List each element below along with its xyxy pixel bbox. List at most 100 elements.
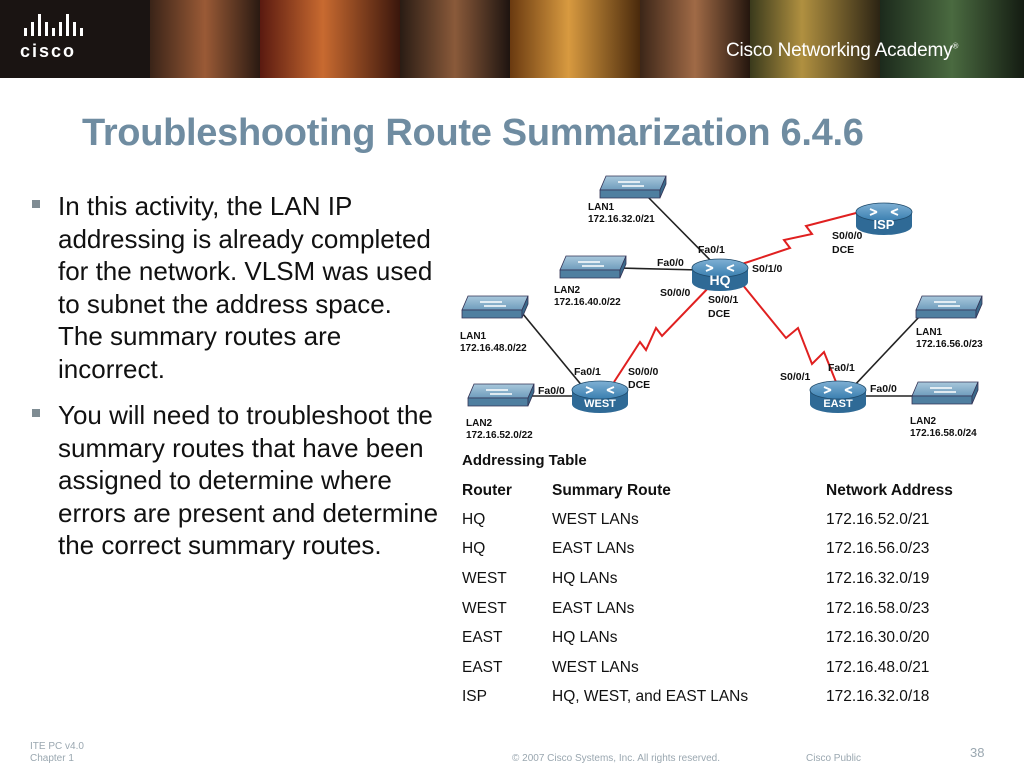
- lan-label-hq-lan1-net: 172.16.32.0/21: [588, 214, 655, 225]
- if-east-fa01: Fa0/1: [828, 362, 855, 374]
- router-isp: ISP: [855, 202, 913, 235]
- banner-photo-7: [880, 0, 1024, 78]
- slide-title: Troubleshooting Route Summarization 6.4.…: [82, 112, 864, 154]
- footer-classification: Cisco Public: [806, 753, 862, 764]
- cell-router: ISP: [462, 688, 487, 706]
- table-row: ISP HQ, WEST, and EAST LANs 172.16.32.0/…: [456, 683, 982, 713]
- cell-summary-route: EAST LANs: [552, 599, 635, 617]
- addressing-table-title: Addressing Table: [462, 452, 587, 469]
- footer-course-info: ITE PC v4.0 Chapter 1: [30, 741, 84, 765]
- router-west-label: WEST: [584, 398, 616, 410]
- bullet-text: In this activity, the LAN IP addressing …: [58, 191, 433, 384]
- link-west-lan1: [517, 307, 589, 394]
- header-banner: cisco Cisco Networking Academy®: [0, 0, 1024, 78]
- if-east-fa00: Fa0/0: [870, 383, 897, 395]
- if-hq-s001-dce: DCE: [708, 308, 730, 320]
- bullet-square-icon: [32, 409, 40, 417]
- bullet-list: In this activity, the LAN IP addressing …: [30, 190, 440, 576]
- serial-hq-east: [741, 283, 837, 383]
- lan-label-west-lan1-net: 172.16.48.0/22: [460, 343, 527, 354]
- router-west: WEST: [571, 380, 629, 413]
- serial-links: [613, 211, 861, 383]
- table-row: HQ WEST LANs 172.16.52.0/21: [456, 505, 982, 535]
- lan-label-west-lan2-name: LAN2: [466, 418, 493, 429]
- bullet-square-icon: [32, 200, 40, 208]
- table-row: WEST EAST LANs 172.16.58.0/23: [456, 594, 982, 624]
- banner-photo-3: [400, 0, 510, 78]
- cell-router: EAST: [462, 629, 503, 647]
- lan-label-hq-lan2-net: 172.16.40.0/22: [554, 297, 621, 308]
- if-isp-dce: DCE: [832, 244, 854, 256]
- cell-network-address: 172.16.56.0/23: [826, 540, 930, 558]
- cell-network-address: 172.16.52.0/21: [826, 510, 930, 528]
- if-east-s001: S0/0/1: [780, 371, 811, 383]
- lan-label-west-lan2-net: 172.16.52.0/22: [466, 430, 533, 441]
- if-hq-fa01: Fa0/1: [698, 244, 725, 256]
- addressing-table: Router Summary Route Network Address HQ …: [456, 476, 982, 712]
- if-hq-s001: S0/0/1: [708, 294, 739, 306]
- network-topology-diagram: HQ ISP WEST EAST LAN1 172.16.32.0/21 LAN…: [460, 175, 983, 441]
- switch-hq-lan2: [559, 255, 627, 279]
- table-header-row: Router Summary Route Network Address: [456, 476, 982, 505]
- if-west-fa01: Fa0/1: [574, 366, 601, 378]
- link-hq-lan2: [617, 267, 701, 271]
- table-row: EAST HQ LANs 172.16.30.0/20: [456, 623, 982, 653]
- cell-router: HQ: [462, 510, 486, 528]
- switch-west-lan2: [467, 383, 535, 407]
- banner-photo-5: [640, 0, 750, 78]
- ethernet-links: [517, 193, 921, 397]
- lan-label-east-lan2-net: 172.16.58.0/24: [910, 428, 977, 439]
- footer-course: ITE PC v4.0: [30, 741, 84, 752]
- cell-router: WEST: [462, 599, 507, 617]
- lan-label-hq-lan2-name: LAN2: [554, 285, 581, 296]
- if-hq-s010: S0/1/0: [752, 263, 783, 275]
- cell-router: HQ: [462, 540, 486, 558]
- banner-photo-2: [260, 0, 400, 78]
- router-east-label: EAST: [823, 398, 853, 410]
- table-row: EAST WEST LANs 172.16.48.0/21: [456, 653, 982, 683]
- cisco-bars-icon: [24, 14, 100, 36]
- page-number: 38: [970, 745, 985, 760]
- trademark-symbol: ®: [952, 41, 959, 51]
- if-west-dce: DCE: [628, 379, 650, 391]
- footer-copyright: © 2007 Cisco Systems, Inc. All rights re…: [512, 753, 721, 764]
- cell-summary-route: HQ LANs: [552, 629, 618, 647]
- cisco-logo: cisco: [20, 14, 100, 64]
- lan-label-east-lan1-net: 172.16.56.0/23: [916, 339, 983, 350]
- academy-name: Cisco Networking Academy: [726, 40, 953, 61]
- header-summary-route: Summary Route: [552, 481, 671, 499]
- router-hq-label: HQ: [710, 272, 731, 288]
- cell-network-address: 172.16.58.0/23: [826, 599, 930, 617]
- cell-summary-route: WEST LANs: [552, 510, 639, 528]
- banner-photo-4: [510, 0, 640, 78]
- cell-network-address: 172.16.30.0/20: [826, 629, 930, 647]
- table-row: HQ EAST LANs 172.16.56.0/23: [456, 535, 982, 565]
- cell-network-address: 172.16.48.0/21: [826, 658, 930, 676]
- router-isp-label: ISP: [874, 217, 895, 232]
- bullet-item: You will need to troubleshoot the summar…: [30, 399, 440, 562]
- bullet-text: You will need to troubleshoot the summar…: [58, 400, 439, 560]
- banner-photo-1: [150, 0, 260, 78]
- cell-summary-route: HQ, WEST, and EAST LANs: [552, 688, 749, 706]
- cell-summary-route: HQ LANs: [552, 569, 618, 587]
- if-isp-s000: S0/0/0: [832, 230, 863, 242]
- cell-summary-route: WEST LANs: [552, 658, 639, 676]
- bullet-item: In this activity, the LAN IP addressing …: [30, 190, 440, 385]
- table-row: WEST HQ LANs 172.16.32.0/19: [456, 564, 982, 594]
- switch-east-lan1: [915, 295, 983, 319]
- switch-east-lan2: [911, 381, 979, 405]
- lan-label-west-lan1-name: LAN1: [460, 331, 487, 342]
- academy-title: Cisco Networking Academy®: [726, 40, 958, 62]
- if-west-s000: S0/0/0: [628, 366, 659, 378]
- header-router: Router: [462, 481, 512, 499]
- banner-photo-6: [750, 0, 880, 78]
- lan-label-hq-lan1-name: LAN1: [588, 202, 615, 213]
- cisco-wordmark: cisco: [20, 41, 77, 61]
- footer-chapter: Chapter 1: [30, 753, 74, 764]
- switch-west-lan1: [461, 295, 529, 319]
- if-hq-fa00: Fa0/0: [657, 257, 684, 269]
- router-hq: HQ: [691, 258, 749, 291]
- cell-router: EAST: [462, 658, 503, 676]
- router-east: EAST: [809, 380, 867, 413]
- cell-router: WEST: [462, 569, 507, 587]
